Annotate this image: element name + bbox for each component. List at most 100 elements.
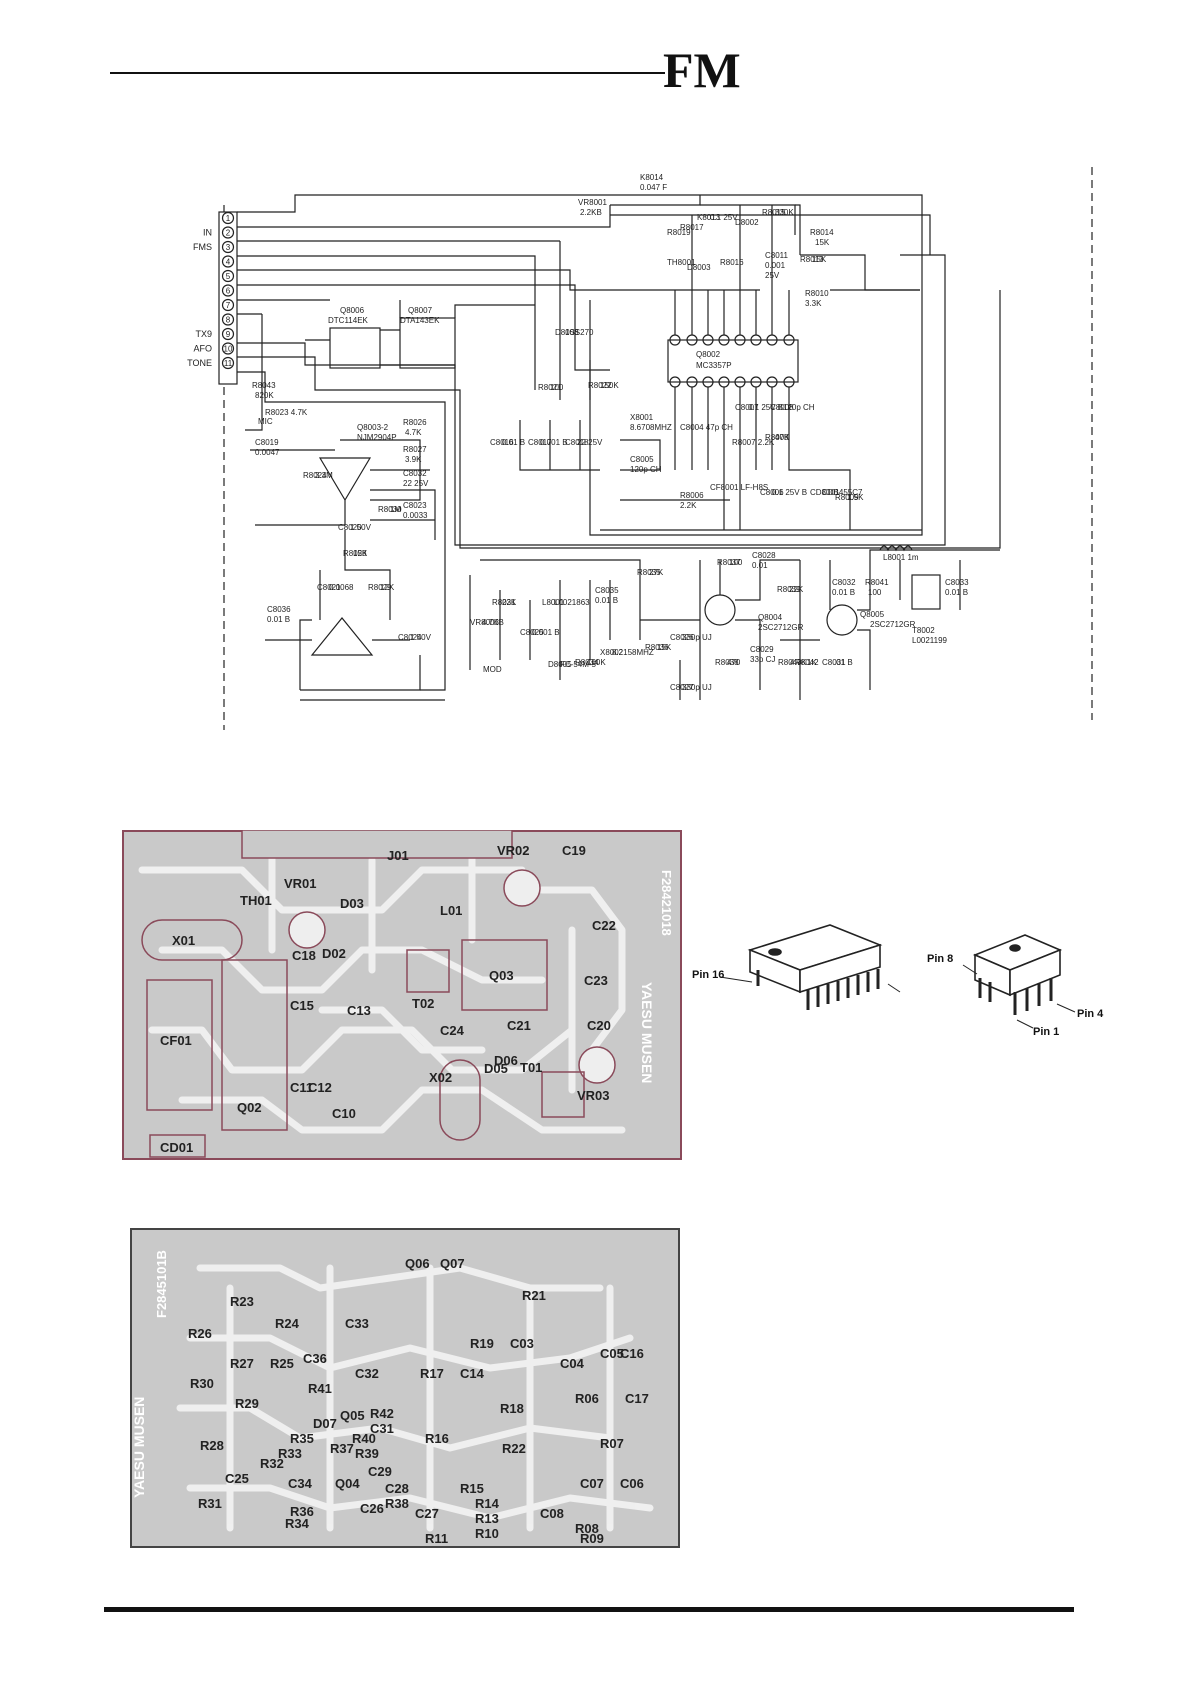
part-label-r8023: R8023 4.7K [265,408,308,417]
pcb-bottom-label: R40 [352,1431,376,1446]
connector-pin [221,327,235,341]
pcb-top-label: C19 [562,843,586,858]
part-label-c8035v: 0.01 B [595,596,618,605]
part-label-c8008v: 120p CH [783,403,815,412]
part-label-r8030v: 1M [390,505,401,514]
pcb-bottom-label: R22 [502,1441,526,1456]
part-label-r8013v: 15K [812,255,827,264]
part-label-l8001: L8001 [542,598,565,607]
part-label-r8014v: 15K [815,238,830,247]
pcb-top-maker: YAESU MUSEN [639,982,655,1083]
part-label-c8036v: 0.01 B [267,615,290,624]
connector-pin-label: TONE [187,358,212,368]
connector-pin-number: 7 [226,301,231,310]
part-label-r8007: R8007 2.2K [732,438,775,447]
part-label-r8009v: 1.5K [847,493,864,502]
part-label-q8006: Q8006 [340,306,365,315]
part-label-c8027: C8027 [670,683,694,692]
part-label-q8005v: 2SC2712GR [870,620,916,629]
part-label-r8015: R8015 [762,208,786,217]
part-label-c8005: C8005 [630,455,654,464]
part-label-r8035: R8035 [637,568,661,577]
part-label-r8010v: 3.3K [805,299,822,308]
part-label-c8007v: 0.1 25V B [748,403,783,412]
pcb-bottom-label: R37 [330,1441,354,1456]
part-label-c8007: C8007 [735,403,759,412]
part-label-c8006: C8006 [760,488,784,497]
part-label-vr8003v: 4.7KB [482,618,504,627]
connector-pin-number: 5 [226,272,231,281]
pcb-bottom-label: R35 [290,1431,314,1446]
pcb-top-label: D02 [322,946,346,961]
part-label-r8009: R8009 [835,493,859,502]
part-label-c8016: C8016 [490,438,514,447]
part-label-c8028: C8028 [752,551,776,560]
part-label-r8036v: 15K [657,643,672,652]
part-label-r8008v: 47K [775,433,790,442]
pcb-bottom-label: C34 [288,1476,313,1491]
connector-pin [221,255,235,268]
part-label-c8017: C8017 [528,438,552,447]
pcb-bottom-label: R23 [230,1294,254,1309]
part-label-c8016v: 0.01 B [502,438,525,447]
pcb-bottom-label: R27 [230,1356,254,1371]
pcb-bottom-label: C32 [355,1366,379,1381]
part-label-r8006v: 2.2K [680,501,697,510]
part-label-cf8001: CF8001 LF-H8S [710,483,768,492]
part-label-q8003: Q8003-2 [357,423,389,432]
part-label-r8042v: 1K [807,658,817,667]
part-label-r8040v: 4.7K [790,658,807,667]
connector-pin [221,269,235,283]
pcb-top-label: C23 [584,973,608,988]
part-label-vr8001v: 2.2KB [580,208,602,217]
part-label-c8036: C8036 [267,605,291,614]
pcb-bottom-label: R29 [235,1396,259,1411]
part-label-t8002: T8002 [912,626,935,635]
connector-pin-number: 8 [226,316,231,325]
pcb-bottom-label: R25 [270,1356,294,1371]
part-label-c8006v: 0.1 25V B [772,488,807,497]
pcb-bottom-label: R13 [475,1511,499,1526]
part-label-r8024: R8024 [303,471,327,480]
part-label-c8004: C8004 47p CH [680,423,733,432]
connector-pin-number: 6 [226,287,231,296]
part-label-r8041: R8041 [865,578,889,587]
connector-pin [221,226,235,239]
part-label-c8021: C8021 [317,583,341,592]
part-label-q8006v: DTC114EK [328,316,369,325]
pcb-bottom-label: C16 [620,1346,644,1361]
header-rule [110,72,665,74]
part-label-r8039v: 22K [789,585,804,594]
part-label-c8005v: 120p CH [630,465,662,474]
part-label-r8017: R8017 [680,223,704,232]
part-label-q8002: Q8002 [696,350,721,359]
part-label-th8001: TH8001 [667,258,696,267]
connector-pin [221,356,235,370]
pcb-bottom-label: R18 [500,1401,524,1416]
pin1-label: Pin 1 [1033,1026,1059,1038]
part-label-r8024v: 3.3M [315,471,333,480]
pcb-top-label: T02 [412,996,434,1011]
part-label-c8020: C8020 [338,523,362,532]
pcb-top-label: Q02 [237,1100,262,1115]
connector-pin [221,342,235,355]
pcb-bottom-label: R30 [190,1376,214,1391]
connector-pin-label: TX9 [195,329,212,339]
part-label-r8021: R8021 [538,383,562,392]
pcb-bottom-label: R17 [420,1366,444,1381]
part-label-c8025v: 0.001 B [532,628,560,637]
pcb-bottom-label: R21 [522,1288,546,1303]
part-label-d8003: D8003 [687,263,711,272]
pcb-bottom-label: R16 [425,1431,449,1446]
part-label-r8026v: 4.7K [405,428,422,437]
pcb-bottom-label: R09 [580,1531,604,1546]
part-label-c8020v: 1 50V [350,523,372,532]
part-label-c8024: C8024 [398,633,422,642]
pcb-bottom-label: R19 [470,1336,494,1351]
pcb-top-label: X02 [429,1070,452,1085]
part-label-c8033: C8033 [945,578,969,587]
pcb-top-label: CD01 [160,1140,193,1155]
part-label-c8028v: 0.01 [752,561,768,570]
pcb-top-label: C18 [292,948,316,963]
